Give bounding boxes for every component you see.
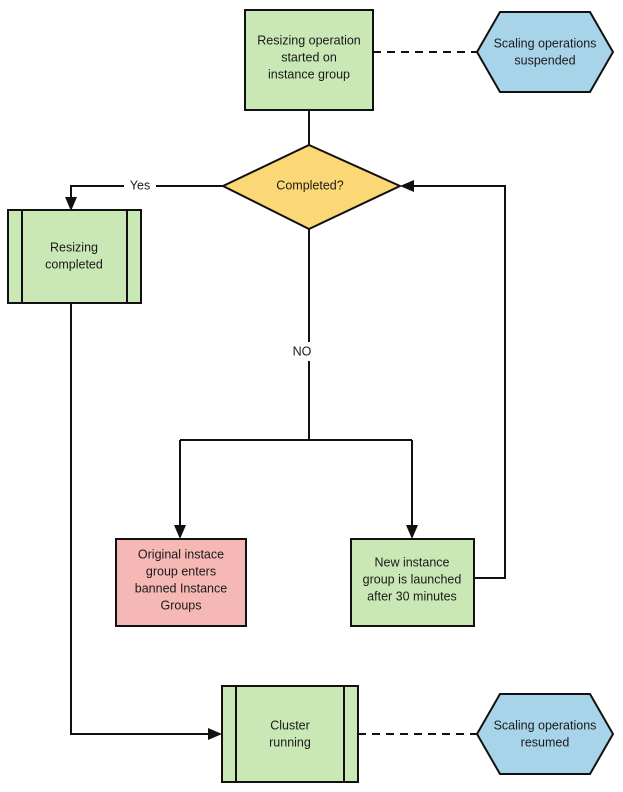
banned-groups-line-3: banned Instance: [135, 581, 227, 595]
banned-groups-line-4: Groups: [161, 598, 202, 612]
start-process-box[interactable]: [244, 9, 374, 111]
arrowhead-into-banned-groups: [174, 525, 186, 539]
arrowhead-into-decision-right: [400, 180, 414, 192]
node-scaling-suspended[interactable]: Scaling operations suspended: [475, 11, 615, 93]
cluster-running-box[interactable]: [221, 685, 359, 783]
edge-label-no-backdrop: [288, 342, 314, 361]
scaling-suspended-hexagon[interactable]: [475, 11, 615, 93]
start-process-line-3: instance group: [268, 67, 350, 81]
new-instance-group-box[interactable]: [350, 538, 475, 627]
edge-label-no: NO: [293, 344, 312, 358]
resizing-completed-line-2: completed: [45, 257, 103, 271]
new-instance-group-line-3: after 30 minutes: [367, 589, 457, 603]
new-instance-group-line-2: group is launched: [363, 572, 462, 586]
resizing-completed-box[interactable]: [7, 209, 142, 304]
cluster-running-line-1: Cluster: [270, 718, 310, 732]
scaling-resumed-line-2: resumed: [521, 735, 570, 749]
completed-decision-label: Completed?: [276, 178, 343, 192]
edge-label-yes-backdrop: [124, 176, 156, 195]
start-process-line-2: started on: [281, 50, 337, 64]
connector-resizing-completed-to-cluster: [70, 303, 211, 735]
banned-instance-groups-box[interactable]: [115, 538, 247, 627]
scaling-resumed-line-1: Scaling operations: [494, 718, 597, 732]
resizing-completed-line-1: Resizing: [50, 240, 98, 254]
node-resizing-completed[interactable]: Resizing completed: [7, 209, 142, 304]
node-start-process[interactable]: Resizing operation started on instance g…: [244, 9, 374, 111]
scaling-resumed-hexagon[interactable]: [475, 693, 615, 775]
node-completed-decision[interactable]: Completed?: [220, 143, 403, 231]
cluster-running-line-2: running: [269, 735, 311, 749]
node-cluster-running[interactable]: Cluster running: [221, 685, 359, 783]
node-scaling-resumed[interactable]: Scaling operations resumed: [475, 693, 615, 775]
connector-decision-yes: [70, 185, 223, 200]
arrowhead-into-cluster-running: [208, 728, 222, 740]
new-instance-group-line-1: New instance: [374, 555, 449, 569]
edge-label-yes: Yes: [130, 178, 150, 192]
arrowhead-into-resizing-completed: [65, 197, 77, 211]
completed-decision-diamond[interactable]: [220, 143, 403, 231]
edge-label-no-group: NO: [288, 342, 314, 361]
banned-groups-line-1: Original instace: [138, 547, 224, 561]
scaling-suspended-line-1: Scaling operations: [494, 36, 597, 50]
node-new-instance-group[interactable]: New instance group is launched after 30 …: [350, 538, 475, 627]
arrowhead-into-new-instance-group: [406, 525, 418, 539]
node-banned-instance-groups[interactable]: Original instace group enters banned Ins…: [115, 538, 247, 627]
edge-label-yes-group: Yes: [124, 176, 156, 195]
scaling-suspended-line-2: suspended: [514, 53, 575, 67]
banned-groups-line-2: group enters: [146, 564, 216, 578]
connector-new-group-feedback-loop: [411, 185, 506, 579]
start-process-line-1: Resizing operation: [257, 33, 361, 47]
